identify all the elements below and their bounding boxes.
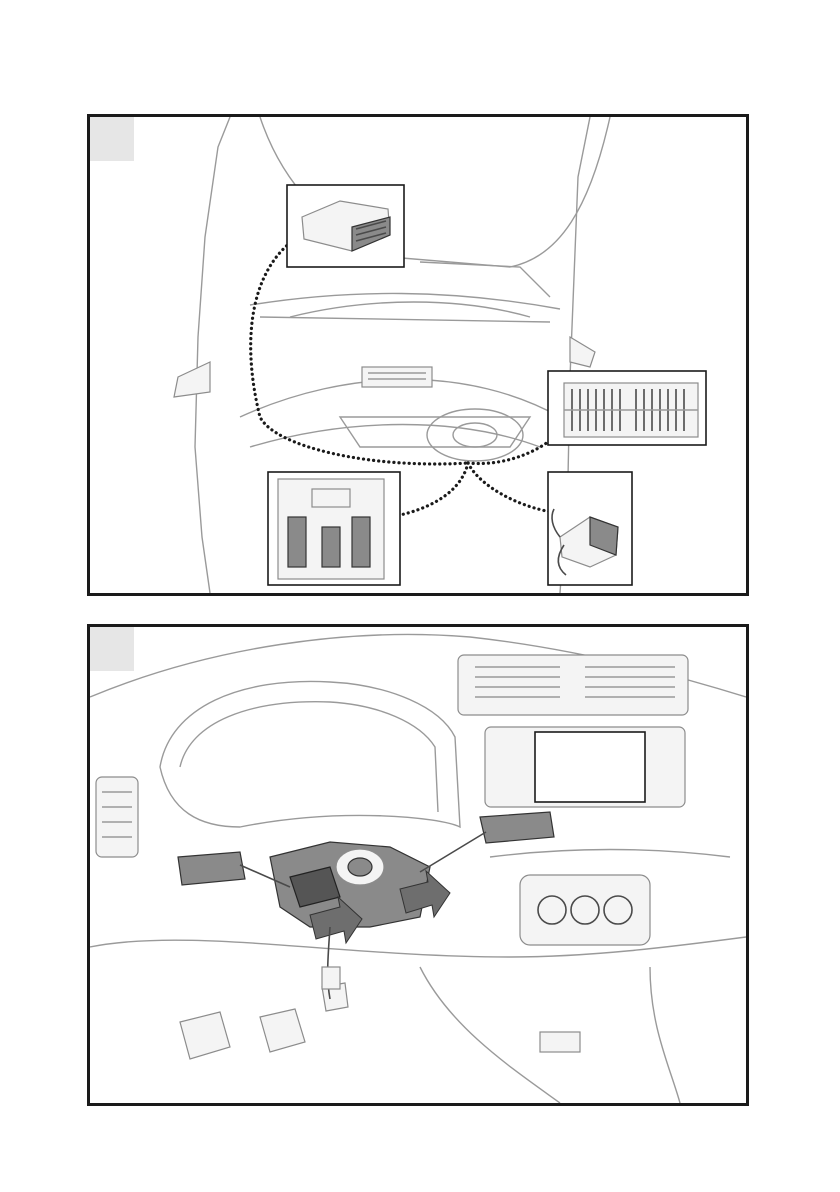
- step-badge-1: [90, 117, 134, 161]
- illustration-panel-1: [87, 114, 749, 596]
- dashboard-drawing: [90, 627, 746, 1103]
- illustration-panel-2: [87, 624, 749, 1106]
- vehicle-top-view-drawing: [90, 117, 746, 593]
- step-badge-2: [90, 627, 134, 671]
